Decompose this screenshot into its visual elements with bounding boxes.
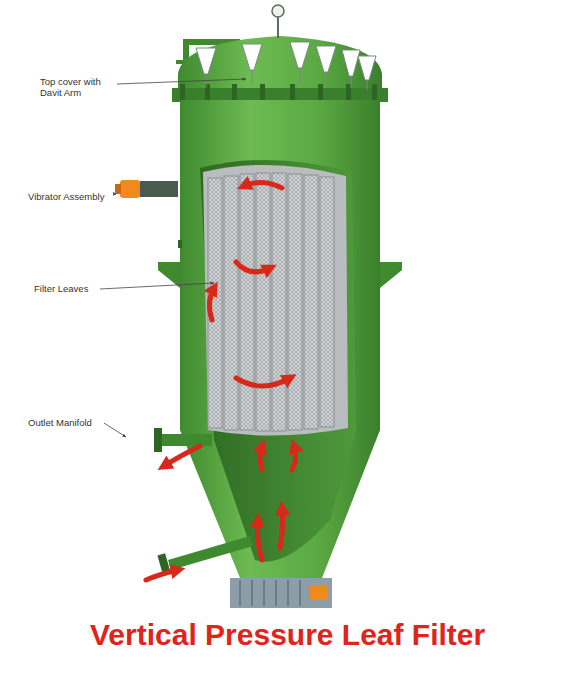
flow-arrows-part <box>236 378 290 386</box>
leader-lines-part <box>113 192 116 197</box>
bottom-flange-part-part <box>263 580 265 606</box>
flow-arrows-part <box>260 446 262 470</box>
bottom-flange-part <box>240 580 300 606</box>
top-cover-part <box>172 88 388 102</box>
part-label: Vibrator Assembly <box>28 191 104 202</box>
funnels-part <box>367 80 368 90</box>
vibrator-assembly-part <box>120 180 140 198</box>
filter-leaves <box>208 173 334 431</box>
funnels-part <box>300 68 301 84</box>
pressure-gauge <box>272 5 284 38</box>
bottom-flange-part-part <box>299 580 301 606</box>
outlet-manifold <box>154 428 212 452</box>
bottom-flange <box>230 578 332 608</box>
vibrator-assembly-part <box>115 184 121 194</box>
flow-arrows-part <box>209 288 214 320</box>
funnels-part <box>196 48 216 74</box>
outlet-manifold-part <box>160 434 212 446</box>
part-label: Top cover with Davit Arm <box>40 76 114 99</box>
vessel-shell-part <box>178 240 182 248</box>
filter-leaves-part <box>208 178 222 428</box>
filter-leaves-part <box>256 173 270 431</box>
funnels-part <box>316 46 336 72</box>
flow-arrows <box>146 182 296 580</box>
funnels-part <box>358 56 376 80</box>
flow-arrows-part <box>280 508 283 548</box>
flow-arrows-part <box>244 182 282 188</box>
diagram-title: Vertical Pressure Leaf Filter <box>90 618 485 652</box>
leader-lines <box>100 79 246 437</box>
funnels-part <box>351 76 352 88</box>
bottom-flange-part-part <box>287 580 289 606</box>
bottom-flange-part-part <box>275 580 277 606</box>
bottom-flange-part <box>310 586 328 600</box>
filter-leaves-part <box>224 176 238 430</box>
leader-lines-part <box>117 79 246 84</box>
filter-leaves-part <box>240 174 254 430</box>
filter-leaves-part <box>304 175 318 429</box>
funnels-part <box>290 42 310 68</box>
leader-lines-part <box>104 423 126 437</box>
part-label: Filter Leaves <box>34 283 88 294</box>
side-lugs-part <box>158 262 180 288</box>
inlet-pipe-part <box>168 536 253 570</box>
top-cover <box>172 36 388 106</box>
flow-arrows-part <box>292 446 296 470</box>
bottom-flange-part-part <box>251 580 253 606</box>
leader-lines-part <box>100 283 214 289</box>
flow-arrows-part <box>258 520 263 560</box>
cutaway <box>200 160 356 562</box>
filter-leaves-part <box>288 174 302 430</box>
bottom-flange-part <box>230 578 332 608</box>
vibrator-assembly <box>115 180 178 198</box>
filter-leaves-part <box>320 177 334 427</box>
side-lugs-part <box>380 262 402 288</box>
outlet-manifold-part <box>154 428 162 452</box>
funnels-part <box>326 72 327 86</box>
funnels <box>196 42 376 90</box>
pressure-gauge-part <box>277 16 279 38</box>
flow-arrows-part <box>146 570 178 580</box>
cutaway-part <box>203 165 348 436</box>
filter-leaves-part <box>272 173 286 431</box>
pressure-gauge-part <box>272 5 284 17</box>
vibrator-assembly-part <box>140 181 178 197</box>
part-label: Outlet Manifold <box>28 417 92 428</box>
funnels-part <box>342 50 360 76</box>
vessel-shell <box>178 100 380 578</box>
funnels-part <box>252 70 253 84</box>
flow-arrows-part <box>164 446 200 466</box>
funnels-part <box>242 44 262 70</box>
bottom-flange-part-part <box>239 580 241 606</box>
cutaway-part <box>200 160 356 562</box>
funnels-part <box>206 74 207 88</box>
flow-arrows-part <box>236 262 270 272</box>
